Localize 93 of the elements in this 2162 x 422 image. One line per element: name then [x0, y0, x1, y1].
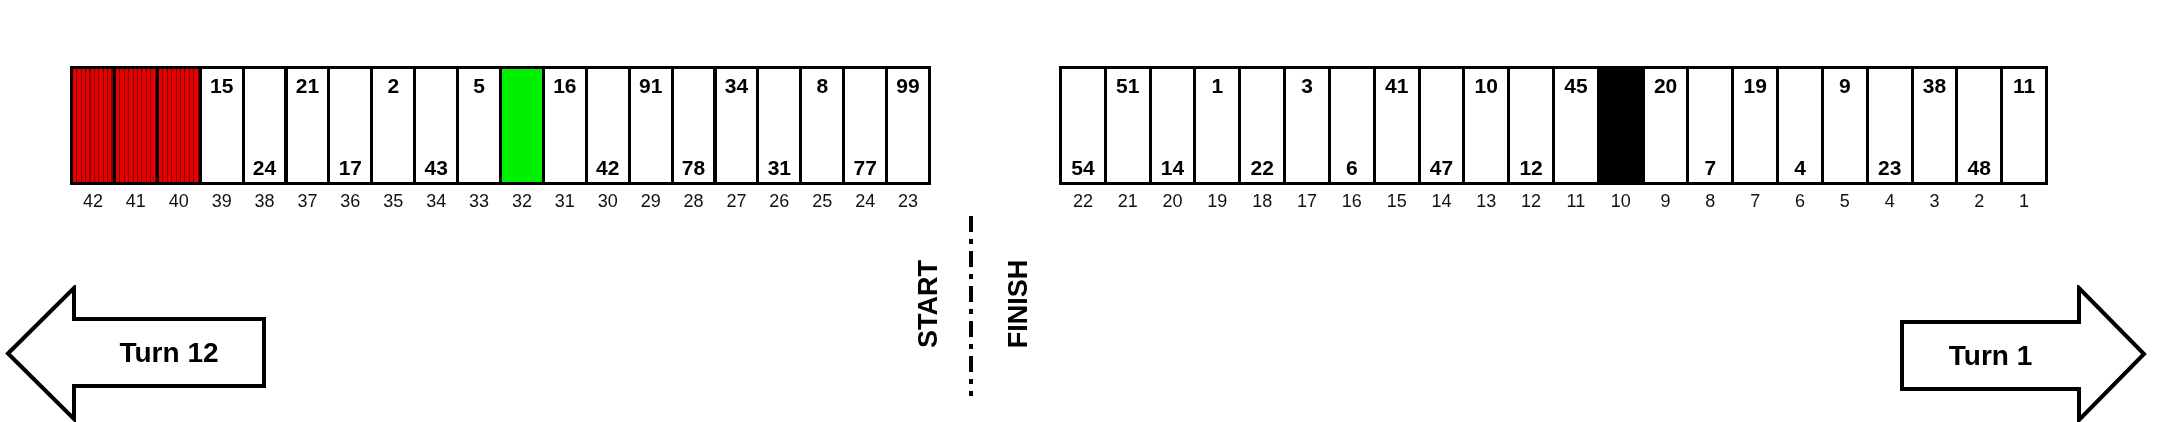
car-number: 54 — [1071, 156, 1095, 180]
stall-number: 9 — [1660, 191, 1671, 211]
pit-stall — [456, 66, 502, 185]
car-number: 91 — [638, 74, 663, 98]
finish-label: FINISH — [1003, 259, 1033, 349]
stall-number: 13 — [1476, 191, 1497, 211]
car-number: 45 — [1564, 74, 1588, 98]
car-number: 48 — [1967, 156, 1991, 180]
stall-number: 17 — [1297, 191, 1317, 211]
stall-number: 19 — [1207, 191, 1228, 211]
car-number: 1 — [1211, 74, 1224, 98]
car-number: 16 — [553, 74, 577, 98]
stall-number: 27 — [726, 191, 747, 211]
car-number: 9 — [1839, 74, 1851, 98]
stall-number: 10 — [1610, 191, 1631, 211]
pit-stall — [1059, 66, 1107, 185]
stall-number: 20 — [1162, 191, 1183, 211]
pit-stall — [70, 66, 116, 185]
stall-number: 4 — [1884, 191, 1895, 211]
car-number: 3 — [1301, 74, 1313, 98]
stall-number: 39 — [211, 191, 232, 211]
car-number: 23 — [1877, 156, 1902, 180]
stall-number: 38 — [254, 191, 275, 211]
car-number: 22 — [1250, 156, 1274, 180]
stall-number: 41 — [125, 191, 146, 211]
stall-number: 5 — [1839, 191, 1850, 211]
car-number: 2 — [387, 74, 400, 98]
car-number: 11 — [2013, 74, 2036, 98]
stall-number: 35 — [383, 191, 404, 211]
stall-number: 32 — [511, 191, 532, 211]
car-number: 8 — [816, 74, 829, 98]
car-number: 42 — [596, 156, 620, 180]
stall-number: 40 — [168, 191, 189, 211]
stall-number: 18 — [1252, 191, 1273, 211]
stall-number: 25 — [812, 191, 833, 211]
stall-number: 2 — [1974, 191, 1985, 211]
stall-number: 29 — [640, 191, 661, 211]
stall-number: 21 — [1117, 191, 1138, 211]
stall-number: 36 — [340, 191, 361, 211]
car-number: 47 — [1429, 156, 1454, 180]
pit-stall — [1776, 66, 1824, 185]
stall-number: 12 — [1521, 191, 1542, 211]
stall-number: 31 — [554, 191, 575, 211]
stall-number: 6 — [1795, 191, 1805, 211]
pit-stall — [1507, 66, 1555, 185]
stall-number: 16 — [1341, 191, 1362, 211]
stall-number: 24 — [855, 191, 876, 211]
car-number: 10 — [1474, 74, 1498, 98]
car-number: 12 — [1519, 156, 1543, 180]
car-number: 19 — [1743, 74, 1767, 98]
car-number: 20 — [1653, 74, 1678, 98]
car-number: 21 — [295, 74, 320, 98]
stall-number: 11 — [1566, 191, 1586, 211]
car-number: 78 — [681, 156, 706, 180]
car-number: 7 — [1704, 156, 1717, 180]
car-number: 38 — [1922, 74, 1947, 98]
car-number: 31 — [767, 156, 791, 180]
stall-number: 34 — [426, 191, 447, 211]
stall-number: 15 — [1386, 191, 1407, 211]
car-number: 14 — [1160, 156, 1185, 180]
start-label: START — [913, 260, 943, 348]
stall-number: 8 — [1705, 191, 1716, 211]
stall-number: 33 — [469, 191, 490, 211]
car-number: 15 — [209, 74, 234, 98]
car-number: 17 — [338, 156, 362, 180]
stall-number: 22 — [1072, 191, 1093, 211]
stall-number: 23 — [898, 191, 919, 211]
stall-number: 28 — [683, 191, 704, 211]
car-number: 4 — [1794, 156, 1806, 180]
pit-stall — [2000, 66, 2049, 185]
car-number: 77 — [853, 156, 877, 180]
stall-number: 3 — [1929, 191, 1940, 211]
pit-stall — [885, 66, 931, 185]
car-number: 51 — [1116, 74, 1140, 98]
stall-number: 42 — [82, 191, 103, 211]
stall-number: 1 — [2019, 191, 2030, 211]
stall-number: 7 — [1750, 191, 1761, 211]
pit-stall — [1283, 66, 1331, 185]
car-number: 5 — [473, 74, 485, 98]
car-number: 43 — [424, 156, 448, 180]
car-number: 34 — [724, 74, 749, 98]
stall-number: 14 — [1431, 191, 1452, 211]
pit-stall — [1552, 66, 1600, 185]
turn-label: Turn 1 — [1948, 339, 2033, 372]
car-number: 24 — [252, 156, 277, 180]
car-number: 6 — [1345, 156, 1358, 180]
pit-stall — [499, 66, 545, 185]
car-number: 41 — [1384, 74, 1409, 98]
stall-number: 26 — [769, 191, 790, 211]
stall-number: 30 — [597, 191, 618, 211]
turn-label: Turn 12 — [119, 336, 219, 369]
stall-number: 37 — [297, 191, 318, 211]
car-number: 99 — [896, 74, 920, 98]
